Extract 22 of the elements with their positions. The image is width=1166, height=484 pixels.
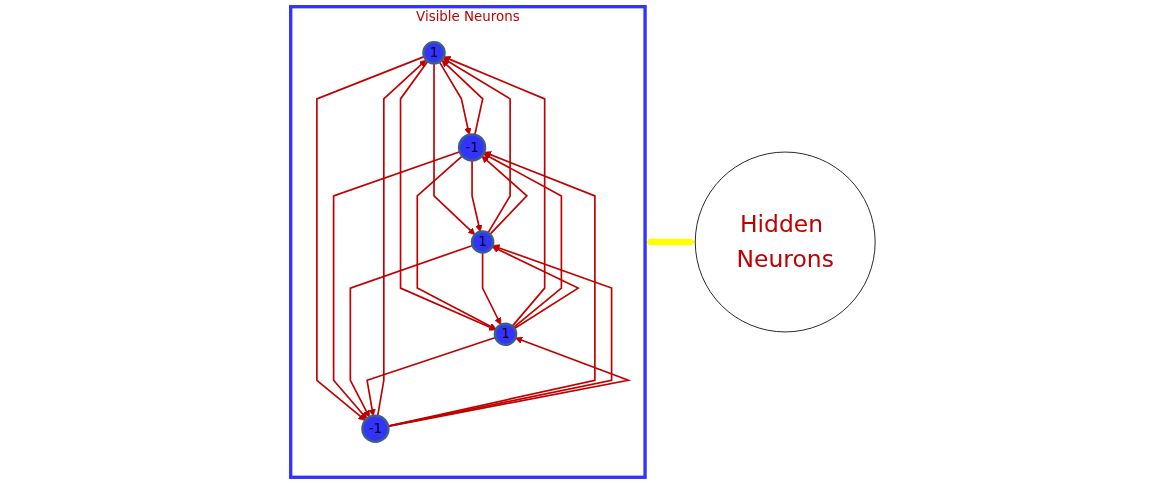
node-circle: -1	[361, 414, 390, 443]
arrow	[443, 56, 546, 327]
arrow	[332, 150, 461, 420]
node-circle: 1	[493, 322, 518, 346]
arrow	[481, 155, 529, 236]
arrow	[316, 55, 426, 421]
arrow	[399, 60, 497, 331]
node-circle: 1	[422, 41, 446, 65]
arrow	[349, 244, 474, 418]
arrow	[483, 153, 563, 329]
arrow	[438, 61, 472, 136]
node-circle: -1	[457, 133, 487, 162]
arrow	[376, 59, 427, 417]
arrow	[433, 62, 476, 236]
arrow	[645, 238, 696, 246]
arrow	[416, 155, 497, 330]
arrow	[491, 246, 580, 330]
arrow	[442, 57, 512, 234]
arrow	[471, 159, 483, 233]
node-circle: Hidden Neurons	[694, 151, 876, 333]
arrow	[366, 336, 497, 417]
node-circle: 1	[470, 230, 495, 254]
